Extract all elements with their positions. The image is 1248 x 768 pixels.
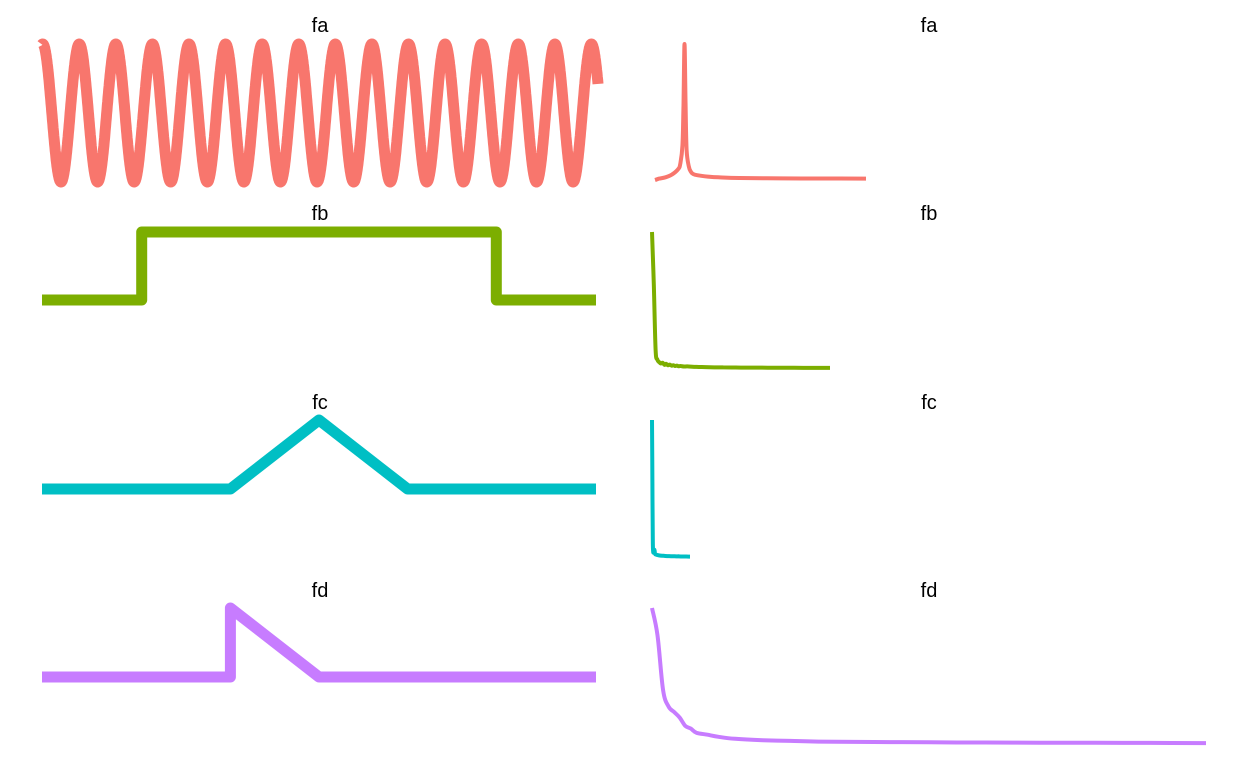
fd-signal-line xyxy=(42,602,596,683)
panel-title-fb-spectrum: fb xyxy=(921,203,938,225)
fd-spectrum-line xyxy=(650,607,1207,746)
fb-spectrum-line xyxy=(650,231,830,370)
panel-title-fd-spectrum: fd xyxy=(921,580,938,602)
fc-signal-line xyxy=(42,414,596,495)
fc-spectrum-line xyxy=(650,419,691,559)
panel-title-fc-signal: fc xyxy=(312,392,328,414)
fa-spectrum-line xyxy=(654,42,867,182)
panel-title-fa-spectrum: fa xyxy=(921,15,939,37)
panel-title-fc-spectrum: fc xyxy=(921,392,937,414)
fa-signal-line xyxy=(36,38,604,188)
fb-signal-line xyxy=(42,226,596,306)
panel-title-fb-signal: fb xyxy=(312,203,329,225)
panel-title-fa-signal: fa xyxy=(312,15,330,37)
panel-title-fd-signal: fd xyxy=(312,580,329,602)
